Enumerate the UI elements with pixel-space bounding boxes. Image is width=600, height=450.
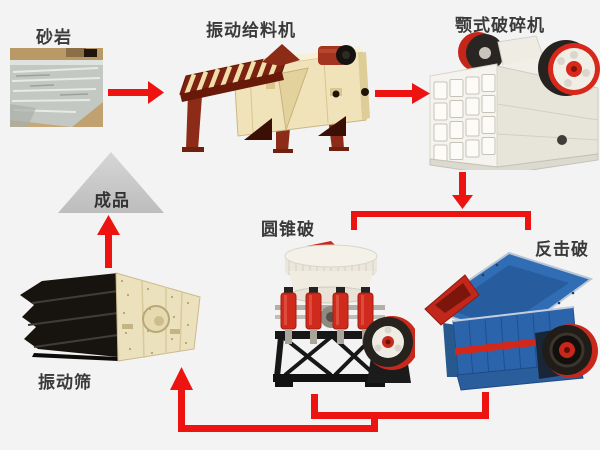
label-vibrating-screen: 振动筛 — [38, 373, 92, 392]
connector-crushers-outlet — [178, 392, 489, 432]
jaw-crusher-machine — [429, 32, 600, 170]
arrow-feeder-to-jaw-crusher — [375, 83, 430, 104]
finished-product-triangle — [58, 152, 164, 213]
arrow-jaw-crusher-down — [452, 172, 473, 209]
arrow-sandstone-to-feeder — [108, 81, 164, 104]
node-cone-crusher — [273, 241, 415, 393]
label-sandstone: 砂岩 — [36, 28, 72, 47]
node-impact-crusher — [421, 251, 599, 393]
arrow-to-vibrating-screen — [170, 367, 193, 432]
label-jaw-crusher: 颚式破碎机 — [455, 16, 545, 35]
splitter-connector — [351, 211, 531, 230]
node-sandstone — [10, 48, 103, 127]
cone-crusher-machine — [273, 241, 415, 387]
label-impact-crusher: 反击破 — [535, 240, 589, 259]
label-vibrating-feeder: 振动给料机 — [206, 21, 296, 40]
node-vibrating-screen — [18, 269, 202, 364]
arrow-screen-to-product — [97, 215, 120, 268]
vibrating-feeder-machine — [179, 44, 370, 153]
impact-crusher-machine — [424, 251, 598, 391]
node-finished-product — [56, 150, 166, 215]
label-finished-product: 成品 — [94, 191, 130, 210]
node-vibrating-feeder — [178, 32, 374, 154]
sandstone-rock-photo — [10, 48, 103, 127]
node-jaw-crusher — [428, 28, 600, 170]
label-cone-crusher: 圆锥破 — [261, 220, 315, 239]
vibrating-screen-machine — [20, 272, 201, 362]
